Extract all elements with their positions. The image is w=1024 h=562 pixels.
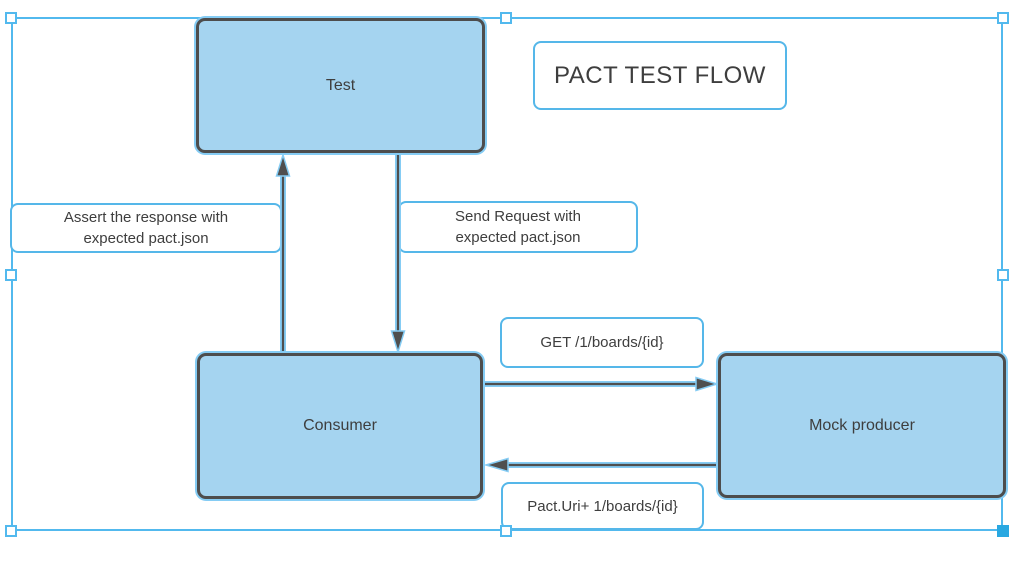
selection-handle-bottom-middle[interactable] <box>500 525 512 537</box>
selection-handle-middle-right[interactable] <box>997 269 1009 281</box>
diagram-title: PACT TEST FLOW <box>554 61 766 89</box>
node-mock-producer-label: Mock producer <box>809 416 915 434</box>
selection-handle-bottom-right[interactable] <box>997 525 1009 537</box>
edge-label-get-boards-text: GET /1/boards/{id} <box>540 334 664 351</box>
selection-handle-bottom-left[interactable] <box>5 525 17 537</box>
node-mock-producer[interactable]: Mock producer <box>718 353 1006 498</box>
selection-handle-top-middle[interactable] <box>500 12 512 24</box>
edge-label-pact-uri[interactable]: Pact.Uri+ 1/boards/{id} <box>501 482 704 530</box>
selection-handle-top-right[interactable] <box>997 12 1009 24</box>
node-consumer-label: Consumer <box>303 417 377 434</box>
selection-handle-top-left[interactable] <box>5 12 17 24</box>
edge-label-pact-uri-text: Pact.Uri+ 1/boards/{id} <box>527 497 678 515</box>
selection-handle-middle-left[interactable] <box>5 269 17 281</box>
edge-label-send-request-text: Send Request with expected pact.json <box>455 208 581 246</box>
edge-label-assert-response-text: Assert the response with expected pact.j… <box>63 209 229 247</box>
edge-label-assert-response[interactable]: Assert the response with expected pact.j… <box>10 203 282 253</box>
node-test-label: Test <box>325 76 356 94</box>
node-consumer[interactable]: Consumer <box>197 353 483 499</box>
edge-label-get-boards[interactable]: GET /1/boards/{id} <box>500 317 704 368</box>
node-test[interactable]: Test <box>196 18 485 153</box>
edge-label-send-request[interactable]: Send Request with expected pact.json <box>398 201 638 253</box>
diagram-title-box[interactable]: PACT TEST FLOW <box>533 41 787 110</box>
